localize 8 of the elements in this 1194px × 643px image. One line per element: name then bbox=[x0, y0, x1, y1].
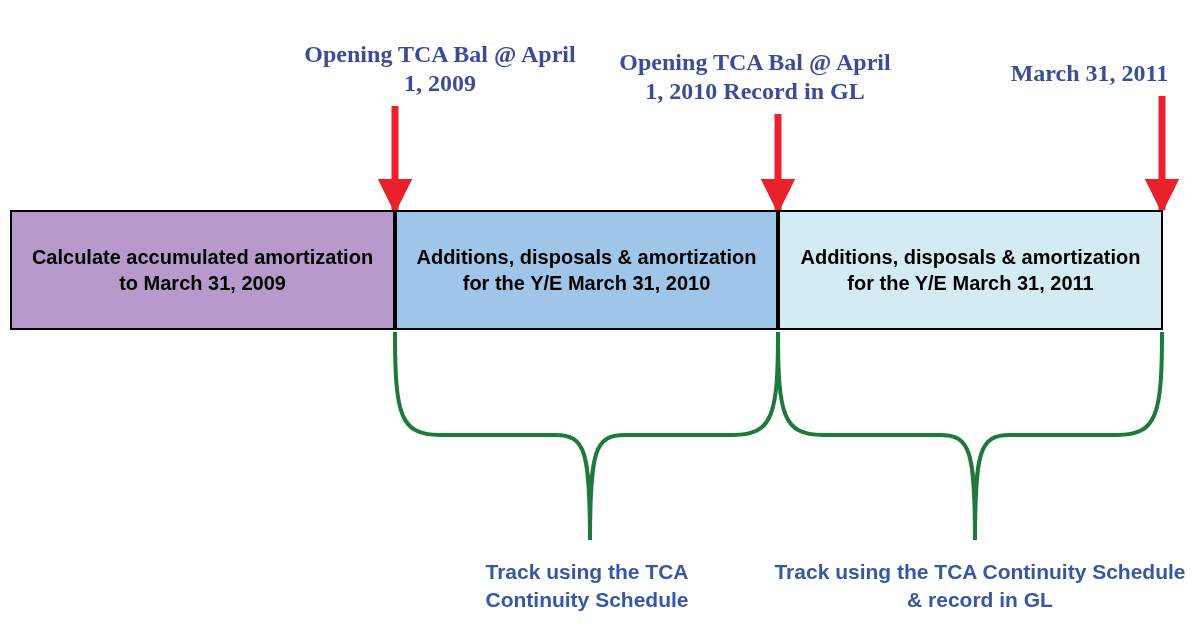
date-label: March 31, 2011 bbox=[985, 52, 1194, 88]
period-box: Additions, disposals & amortization for the Y/E March 31, 2010 bbox=[395, 210, 778, 330]
date-label: Opening TCA Bal @ April 1, 2009 bbox=[300, 28, 580, 98]
brace-note: Track using the TCA Continuity Schedule bbox=[484, 559, 690, 614]
period-box: Additions, disposals & amortization for the Y/E March 31, 2011 bbox=[778, 210, 1163, 330]
date-label: Opening TCA Bal @ April 1, 2010 Record in GL bbox=[610, 2, 900, 106]
period-box: Calculate accumulated amortization to March 31, 2009 bbox=[10, 210, 395, 330]
brace-note: Track using the TCA Continuity Schedule & record in GL bbox=[773, 559, 1187, 614]
